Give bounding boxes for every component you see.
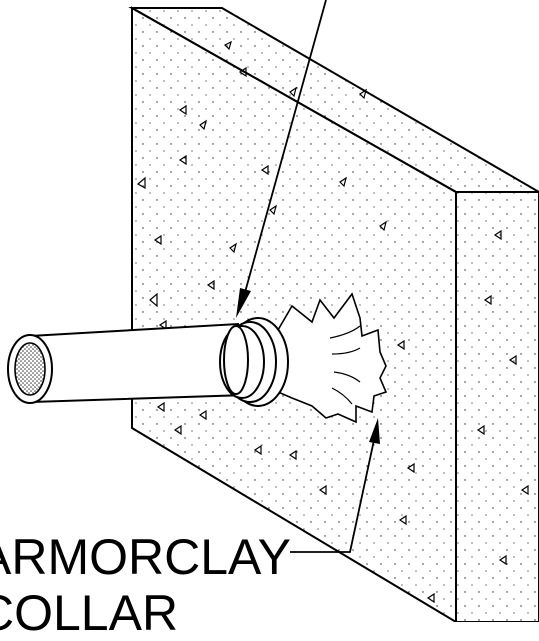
arrowhead-top [236,288,251,318]
callout-label-line2: COLLAR [0,585,179,641]
armorclay-collar [219,317,289,407]
callout-label-line1: ARMORCLAY [0,529,292,585]
pipe [7,322,248,404]
wall-top-face [128,7,539,193]
leader-callout [290,439,375,553]
fire-collar-detail-drawing [7,0,539,624]
concrete-aggregate [136,40,529,604]
expansion-detail-lines [329,325,361,405]
intumescent-expansion [277,292,388,424]
detail-svg [7,0,539,624]
leader-top [236,0,327,318]
wall-side-face [455,191,539,623]
arrowhead-callout [369,418,380,444]
